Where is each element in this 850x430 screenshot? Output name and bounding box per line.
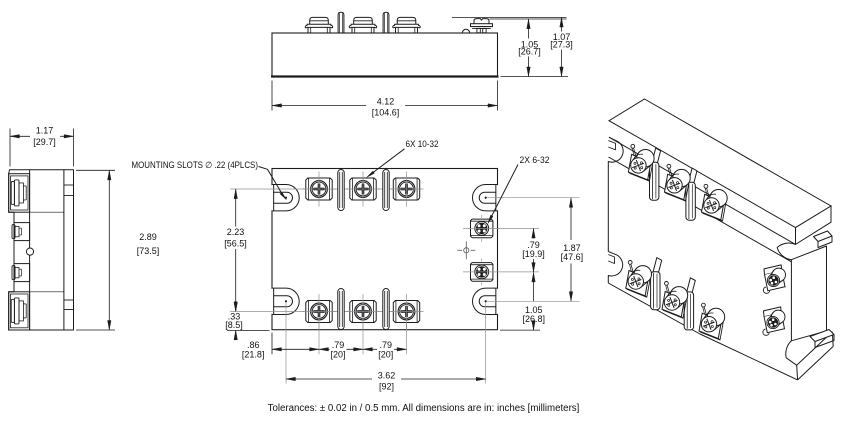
- svg-text:.79: .79: [527, 240, 540, 250]
- svg-text:[8.5]: [8.5]: [225, 320, 243, 330]
- svg-text:6X 10-32: 6X 10-32: [406, 139, 439, 149]
- svg-text:Tolerances: ± 0.02 in / 0.5 mm: Tolerances: ± 0.02 in / 0.5 mm. All dime…: [268, 403, 580, 414]
- svg-text:2.89: 2.89: [139, 232, 157, 242]
- svg-text:[104.6]: [104.6]: [372, 107, 400, 117]
- svg-text:1.07: 1.07: [553, 32, 571, 42]
- svg-text:2.23: 2.23: [227, 227, 245, 237]
- svg-text:1.05: 1.05: [525, 305, 543, 315]
- svg-text:4.12: 4.12: [377, 97, 395, 107]
- svg-text:[26.7]: [26.7]: [518, 47, 541, 57]
- svg-text:[29.7]: [29.7]: [33, 137, 56, 147]
- svg-text:.79: .79: [332, 340, 345, 350]
- svg-text:[27.3]: [27.3]: [550, 40, 573, 50]
- svg-text:1.05: 1.05: [521, 39, 539, 49]
- svg-text:[21.8]: [21.8]: [242, 349, 265, 359]
- svg-text:.86: .86: [247, 340, 260, 350]
- svg-text:[73.5]: [73.5]: [137, 246, 160, 256]
- svg-text:[20]: [20]: [378, 349, 393, 359]
- svg-text:1.17: 1.17: [36, 126, 54, 136]
- svg-text:MOUNTING SLOTS ∅ .22 (4PLCS): MOUNTING SLOTS ∅ .22 (4PLCS): [132, 160, 259, 170]
- svg-text:[56.5]: [56.5]: [224, 239, 247, 249]
- svg-text:.79: .79: [380, 340, 393, 350]
- svg-text:[47.6]: [47.6]: [561, 252, 584, 262]
- svg-text:3.62: 3.62: [378, 371, 396, 381]
- svg-text:[19.9]: [19.9]: [522, 249, 545, 259]
- svg-text:[20]: [20]: [330, 349, 345, 359]
- svg-text:[26.8]: [26.8]: [523, 314, 546, 324]
- svg-text:.33: .33: [228, 312, 241, 322]
- svg-text:1.87: 1.87: [563, 243, 581, 253]
- svg-text:[92]: [92]: [379, 381, 394, 391]
- svg-text:2X 6-32: 2X 6-32: [520, 155, 550, 165]
